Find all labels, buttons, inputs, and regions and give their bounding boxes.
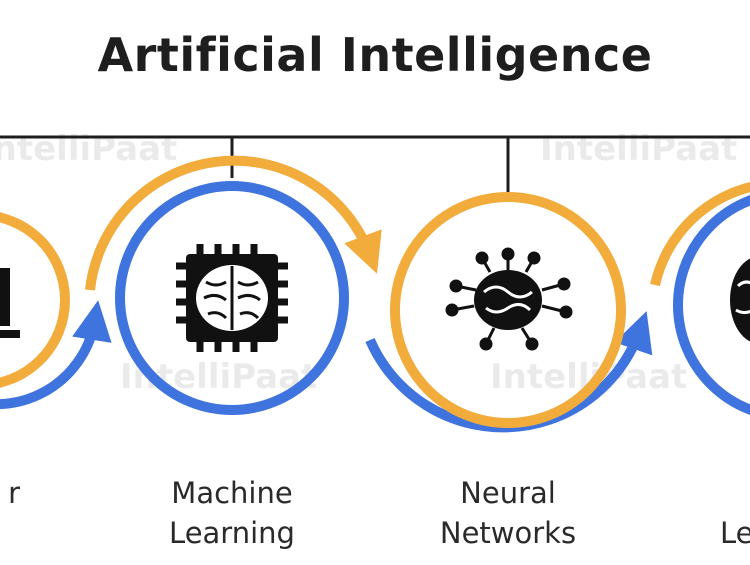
node-label-computer-vision: r bbox=[0, 473, 20, 513]
diagram-title: Artificial Intelligence bbox=[97, 28, 653, 82]
node-label-line1: Neural bbox=[460, 476, 556, 510]
node-label-machine-learning: Machine Learning bbox=[132, 473, 332, 553]
node-ring-orange bbox=[390, 192, 626, 428]
node-label-line2: Learning bbox=[169, 516, 295, 550]
chip-brain-icon bbox=[176, 244, 288, 352]
node-label-line1 bbox=[720, 473, 750, 513]
node-deep-learning bbox=[650, 182, 750, 415]
flow-arrow-orange bbox=[85, 155, 382, 291]
node-ring-blue bbox=[115, 181, 349, 415]
monitor-icon bbox=[0, 268, 20, 338]
node-label-deep-learning: Le bbox=[720, 473, 750, 553]
neural-brain-icon bbox=[445, 247, 573, 351]
node-label-line2: Networks bbox=[439, 516, 577, 550]
node-ring-blue bbox=[673, 195, 750, 415]
node-label-line1: Machine bbox=[171, 476, 293, 510]
node-computer-vision bbox=[0, 212, 112, 410]
watermark-text: IntelliPaat bbox=[540, 129, 737, 169]
node-label-line2: Le bbox=[720, 516, 750, 550]
flow-arrow-orange bbox=[650, 182, 750, 287]
watermark-text: IntelliPaat bbox=[0, 129, 177, 169]
node-label-line2: r bbox=[8, 476, 20, 510]
flow-arrow-blue bbox=[0, 300, 112, 410]
node-machine-learning bbox=[85, 155, 382, 415]
node-neural-networks bbox=[365, 192, 653, 433]
brain-icon bbox=[730, 258, 750, 342]
node-ring-orange bbox=[0, 212, 70, 388]
node-label-neural-networks: Neural Networks bbox=[408, 473, 608, 553]
